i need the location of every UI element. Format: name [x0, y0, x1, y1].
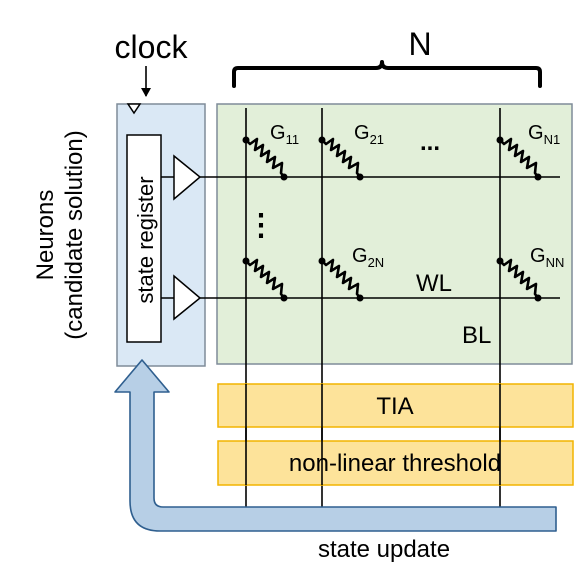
state-update-arrow [114, 359, 557, 532]
state-register-box [126, 134, 162, 343]
resistor-gnn [496, 257, 542, 302]
threshold-block [217, 440, 574, 486]
clock-edge-marker [126, 103, 142, 115]
threshold-label: non-linear threshold [289, 450, 501, 477]
vertical-ellipsis: ⋮ [246, 209, 276, 242]
label-g2n: G2N [352, 245, 384, 270]
label-gn1: GN1 [528, 122, 560, 147]
tia-label: TIA [376, 393, 413, 420]
wl-label: WL [416, 270, 452, 297]
candidate-solution-label: (candidate solution) [61, 130, 88, 339]
resistor-g2n [318, 257, 364, 302]
resistor-g21 [318, 136, 364, 181]
label-gnn: GNN [530, 245, 564, 270]
tia-block [217, 383, 574, 428]
horizontal-ellipsis: ... [420, 129, 440, 156]
bl-label: BL [462, 322, 491, 349]
neurons-label: Neurons [32, 190, 59, 281]
resistor-g1n [242, 257, 288, 302]
label-g21: G21 [354, 122, 384, 147]
resistor-gn1 [496, 136, 542, 181]
label-g11: G11 [270, 122, 299, 147]
n-brace [232, 60, 542, 88]
resistor-g11 [242, 136, 288, 181]
state-update-label: state update [318, 536, 450, 563]
clock-label: clock [115, 29, 189, 65]
state-register-label: state register [133, 176, 158, 303]
n-label: N [408, 26, 431, 62]
